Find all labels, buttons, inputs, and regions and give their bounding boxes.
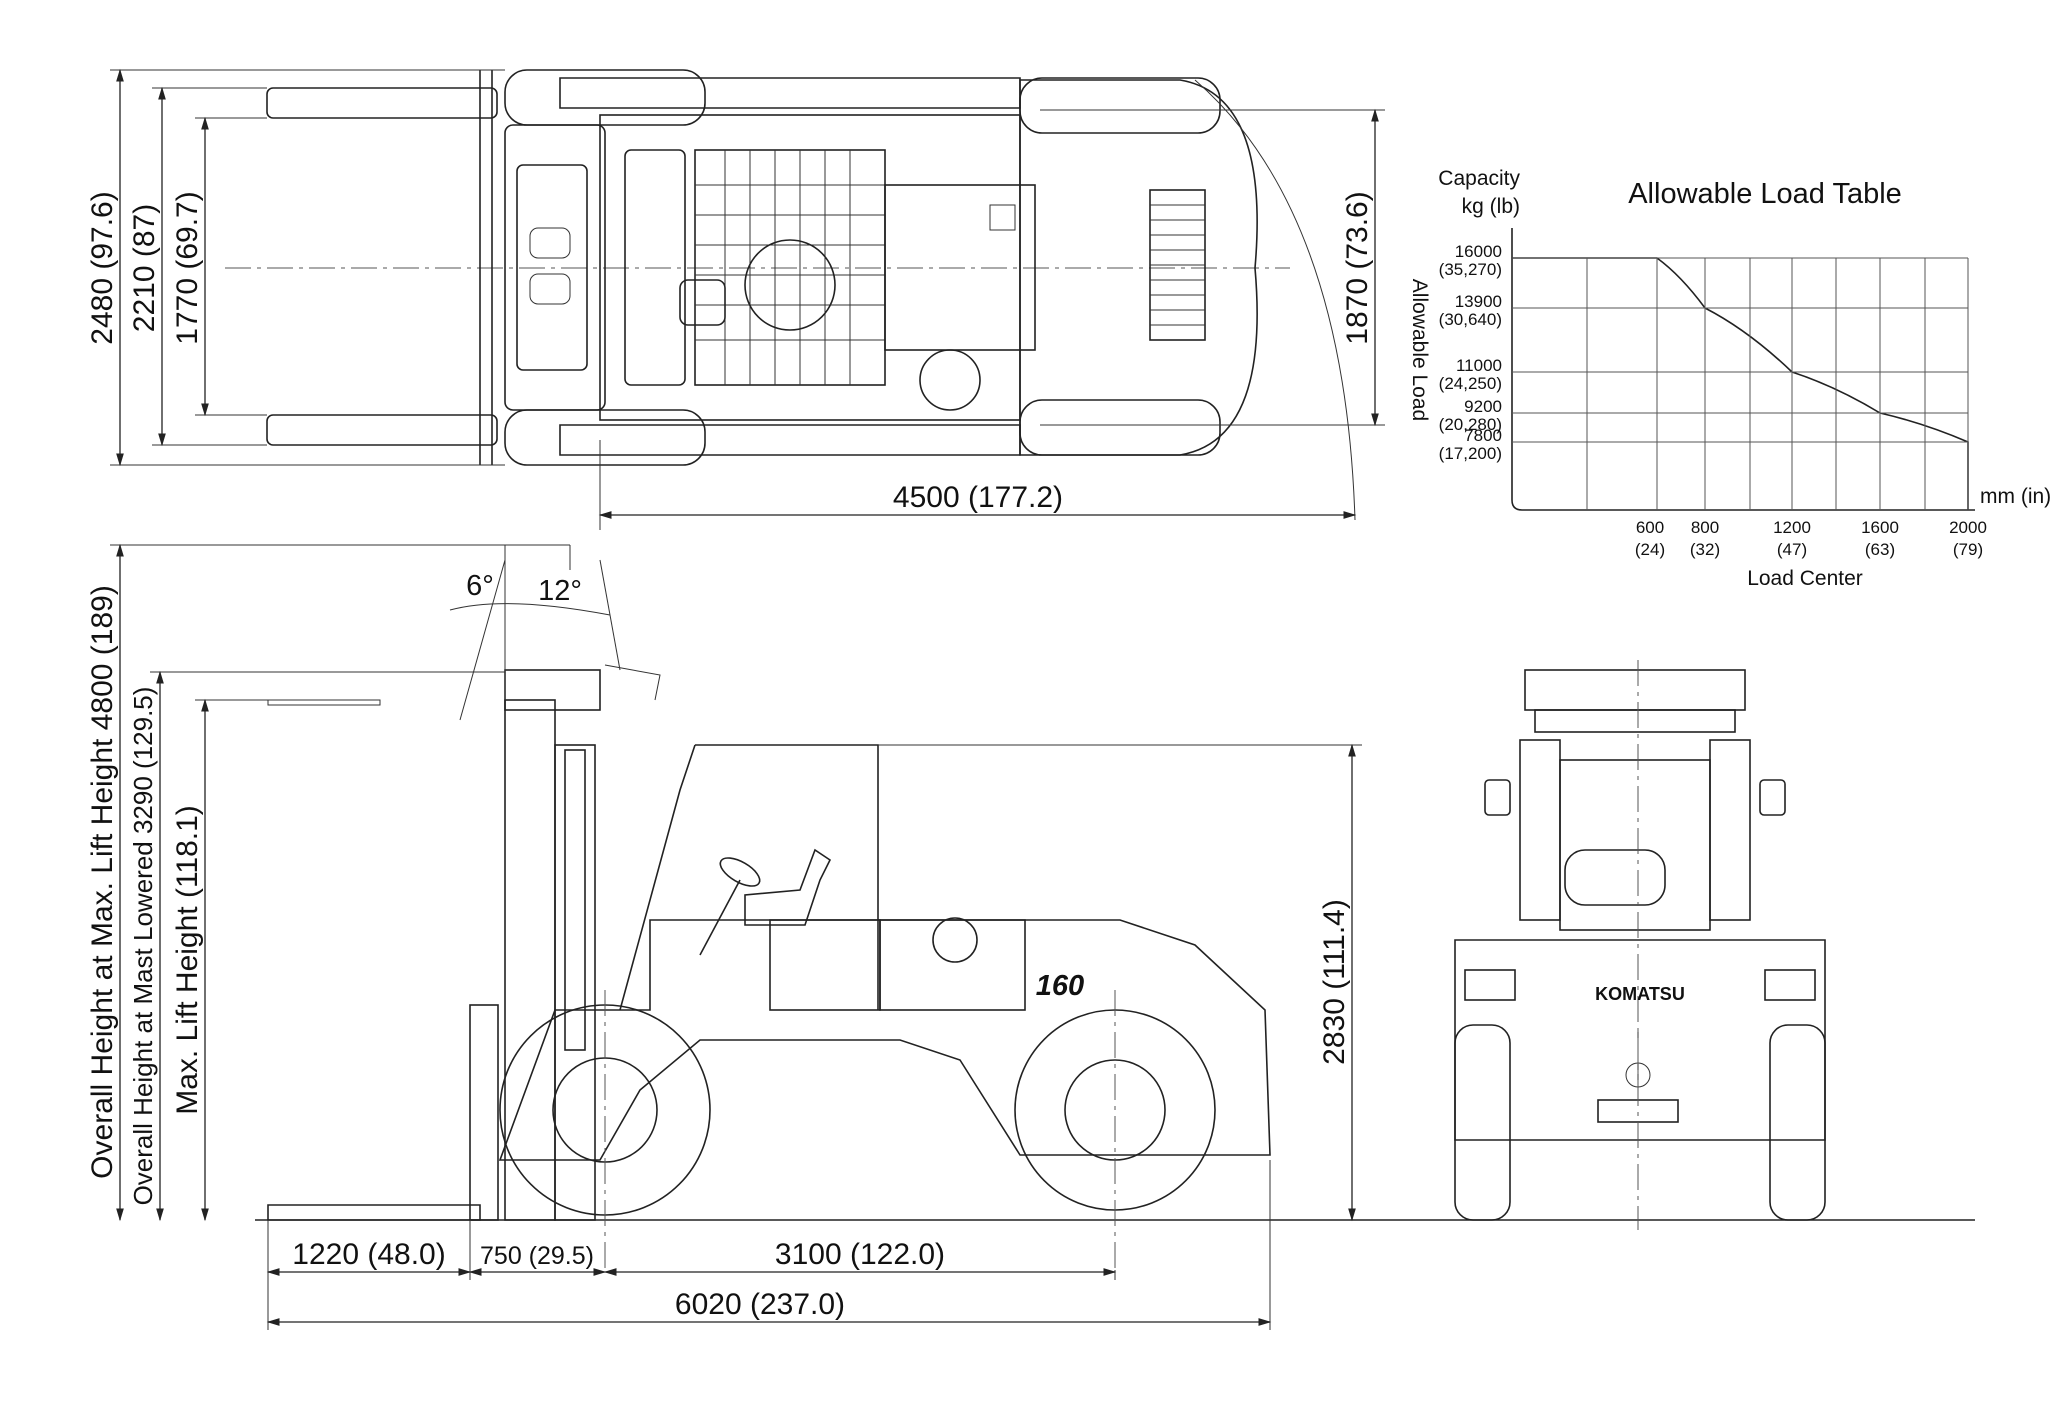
load-grid <box>1512 257 1969 510</box>
y-tick-kg-0: 16000 <box>1455 242 1502 261</box>
dim-overall-length-label: 6020 (237.0) <box>675 1288 845 1321</box>
dim-mast-lowered-label: Overall Height at Mast Lowered 3290 (129… <box>128 687 158 1206</box>
load-table-title: Allowable Load Table <box>1628 178 1902 210</box>
load-table-chart <box>1511 228 1975 511</box>
load-table-ylabel-vertical: Allowable Load <box>1408 279 1431 421</box>
y-tick-lb-0: (35,270) <box>1439 260 1502 279</box>
x-tick-in-0: (24) <box>1635 540 1665 559</box>
dim-turning-radius-label: 4500 (177.2) <box>893 481 1063 514</box>
tilt-forward-label: 6° <box>466 570 494 602</box>
y-tick-kg-4: 7800 <box>1464 426 1502 445</box>
load-table-x-ticks: 600 (24) 800 (32) 1200 (47) 1600 (63) 2000 (79) <box>1635 518 1987 559</box>
dim-max-lift-height-label: Overall Height at Max. Lift Height 4800 … <box>86 585 119 1179</box>
dim-fork-inner-label: 1770 (69.7) <box>171 191 204 344</box>
dim-front-overhang-label: 750 (29.5) <box>480 1242 594 1270</box>
y-tick-lb-2: (24,250) <box>1439 374 1502 393</box>
y-tick-lb-3: (20,280) <box>1439 415 1502 434</box>
load-table-ylabel-line1: Capacity <box>1438 167 1520 190</box>
y-tick-lb-1: (30,640) <box>1439 310 1502 329</box>
top-view <box>110 68 1385 530</box>
side-view <box>110 543 1975 1330</box>
x-tick-mm-2: 1200 <box>1773 518 1811 537</box>
y-tick-kg-2: 11000 <box>1456 356 1502 375</box>
dim-lift-height-label: Max. Lift Height (118.1) <box>171 805 204 1115</box>
x-tick-in-4: (79) <box>1953 540 1983 559</box>
x-tick-in-3: (63) <box>1865 540 1895 559</box>
load-curve <box>1512 257 1969 510</box>
x-tick-mm-1: 800 <box>1691 518 1719 537</box>
dim-fork-outer-label: 2210 (87) <box>128 204 161 332</box>
y-tick-lb-4: (17,200) <box>1439 444 1502 463</box>
dim-overhead-guard-label: 2830 (111.4) <box>1318 899 1351 1065</box>
load-table-ylabel-line2: kg (lb) <box>1462 195 1520 218</box>
x-tick-mm-0: 600 <box>1636 518 1664 537</box>
x-tick-in-1: (32) <box>1690 540 1720 559</box>
x-tick-in-2: (47) <box>1777 540 1807 559</box>
x-tick-mm-4: 2000 <box>1949 518 1987 537</box>
load-table-xlabel: Load Center <box>1747 567 1863 590</box>
dim-tread-label: 1870 (73.6) <box>1341 191 1374 344</box>
dim-fork-length-label: 1220 (48.0) <box>292 1238 445 1271</box>
y-tick-kg-3: 9200 <box>1464 397 1502 416</box>
model-badge: 160 <box>1036 970 1084 1002</box>
x-tick-mm-3: 1600 <box>1861 518 1899 537</box>
y-tick-kg-1: 13900 <box>1455 292 1502 311</box>
dim-overall-width-label: 2480 (97.6) <box>86 191 119 344</box>
load-table-y-ticks: 16000(35,270) 13900(30,640) 11000(24,250) 9… <box>1439 242 1502 463</box>
dim-wheelbase-label: 3100 (122.0) <box>775 1238 945 1271</box>
load-table-xunit: mm (in) <box>1980 485 2051 508</box>
brand-label: KOMATSU <box>1595 984 1685 1004</box>
tilt-backward-label: 12° <box>538 575 582 607</box>
front-view <box>1454 660 1826 1230</box>
